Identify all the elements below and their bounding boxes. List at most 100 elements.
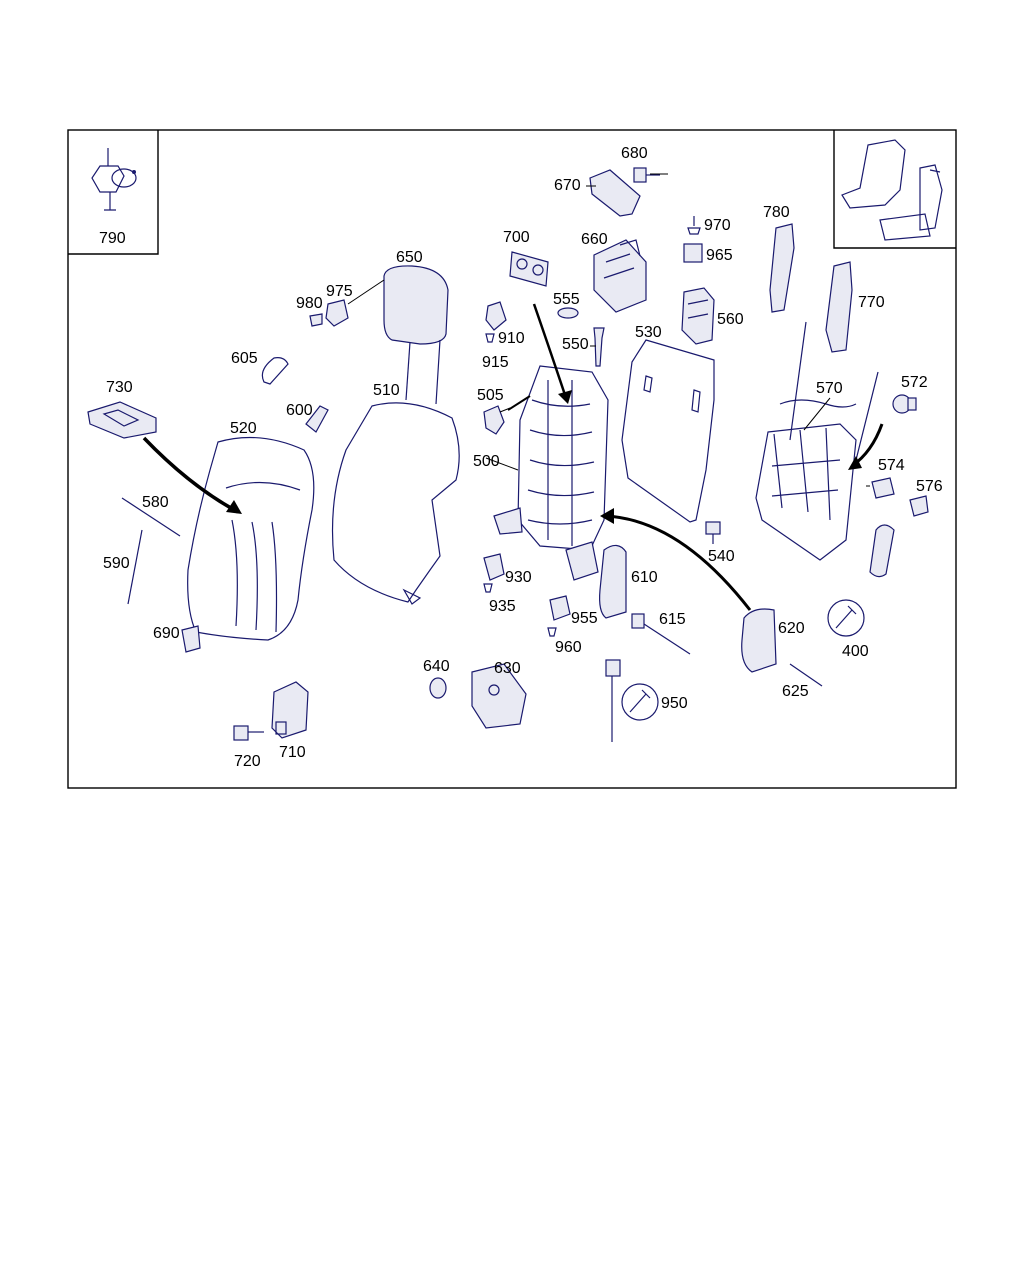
label-520: 520	[230, 420, 257, 437]
part-980-clip	[309, 313, 323, 327]
label-510: 510	[373, 382, 400, 399]
wrench-400-icon	[827, 599, 865, 637]
part-590-rod	[127, 529, 143, 605]
part-640-grommet	[429, 677, 447, 699]
part-960-pin	[547, 627, 557, 637]
label-910: 910	[498, 330, 525, 347]
label-400: 400	[842, 643, 869, 660]
part-770-strip	[825, 261, 853, 353]
part-510-cushion	[331, 402, 460, 605]
label-980: 980	[296, 295, 323, 312]
part-690-clip	[181, 625, 201, 653]
part-570-mat	[755, 321, 879, 561]
label-630: 630	[494, 660, 521, 677]
part-505-clip	[483, 405, 505, 435]
part-670-plate	[589, 169, 641, 217]
label-605: 605	[231, 350, 258, 367]
part-630-bracket	[471, 663, 527, 729]
label-570: 570	[816, 380, 843, 397]
label-650: 650	[396, 249, 423, 266]
wrench-950-icon	[621, 683, 659, 721]
part-550-pin	[593, 327, 605, 367]
seat-overview-illustration	[841, 139, 943, 241]
part-555-washer	[557, 307, 579, 319]
label-770: 770	[858, 294, 885, 311]
label-730: 730	[106, 379, 133, 396]
label-600: 600	[286, 402, 313, 419]
part-935-pin	[483, 583, 493, 593]
label-540: 540	[708, 548, 735, 565]
label-690: 690	[153, 625, 180, 642]
leader-lines	[347, 173, 870, 487]
label-710: 710	[279, 744, 306, 761]
label-640: 640	[423, 658, 450, 675]
part-910-clip	[485, 301, 507, 331]
part-576-clip	[909, 495, 929, 517]
label-935: 935	[489, 598, 516, 615]
label-555: 555	[553, 291, 580, 308]
part-720-bolt	[233, 725, 264, 741]
part-780-strip	[769, 223, 795, 313]
label-720: 720	[234, 753, 261, 770]
part-790-illustration	[91, 148, 137, 211]
part-975-clip	[325, 299, 349, 327]
label-970: 970	[704, 217, 731, 234]
label-700: 700	[503, 229, 530, 246]
inset-box-790	[68, 130, 159, 255]
part-580-rod	[121, 497, 181, 537]
part-650-headrest	[383, 265, 449, 405]
part-930-clip	[483, 553, 505, 581]
label-955: 955	[571, 610, 598, 627]
label-915: 915	[482, 354, 509, 371]
part-600-clip	[305, 405, 329, 433]
part-615-bolt	[631, 613, 691, 655]
label-505: 505	[477, 387, 504, 404]
part-605-wire	[261, 357, 289, 385]
part-970-965-pins	[683, 216, 703, 263]
label-576: 576	[916, 478, 943, 495]
label-660: 660	[581, 231, 608, 248]
label-965: 965	[706, 247, 733, 264]
part-680-bolt	[633, 167, 660, 183]
label-930: 930	[505, 569, 532, 586]
part-955-clip	[549, 595, 571, 621]
part-950-cable	[605, 659, 621, 742]
label-530: 530	[635, 324, 662, 341]
label-960: 960	[555, 639, 582, 656]
part-710-module	[271, 681, 309, 739]
part-915-pin	[485, 333, 495, 343]
diagram-frame	[67, 129, 957, 789]
label-580: 580	[142, 494, 169, 511]
part-610-airbag	[599, 544, 627, 619]
label-670: 670	[554, 177, 581, 194]
part-730-panel	[87, 401, 157, 439]
part-cylinder	[869, 524, 895, 578]
part-625-pin	[789, 663, 823, 687]
part-700-panel	[509, 251, 549, 287]
label-680: 680	[621, 145, 648, 162]
label-550: 550	[562, 336, 589, 353]
label-790: 790	[99, 230, 126, 247]
part-574-connector	[871, 477, 895, 499]
label-625: 625	[782, 683, 809, 700]
label-975: 975	[326, 283, 353, 300]
label-780: 780	[763, 204, 790, 221]
inset-box-seat-view	[833, 130, 956, 249]
part-660-module	[593, 239, 647, 313]
part-540-screw	[705, 521, 721, 544]
part-620-pad	[741, 608, 777, 673]
label-500: 500	[473, 453, 500, 470]
part-500-frame	[493, 365, 609, 581]
part-560-actuator	[681, 287, 715, 345]
label-574: 574	[878, 457, 905, 474]
part-520-cover	[187, 436, 315, 641]
part-530-panel	[621, 339, 715, 523]
label-610: 610	[631, 569, 658, 586]
label-620: 620	[778, 620, 805, 637]
part-572-knob	[892, 394, 917, 414]
part-number-labels: 790 680 670 660 700 970 965 780 770 650 …	[99, 145, 943, 770]
label-560: 560	[717, 311, 744, 328]
label-615: 615	[659, 611, 686, 628]
label-590: 590	[103, 555, 130, 572]
